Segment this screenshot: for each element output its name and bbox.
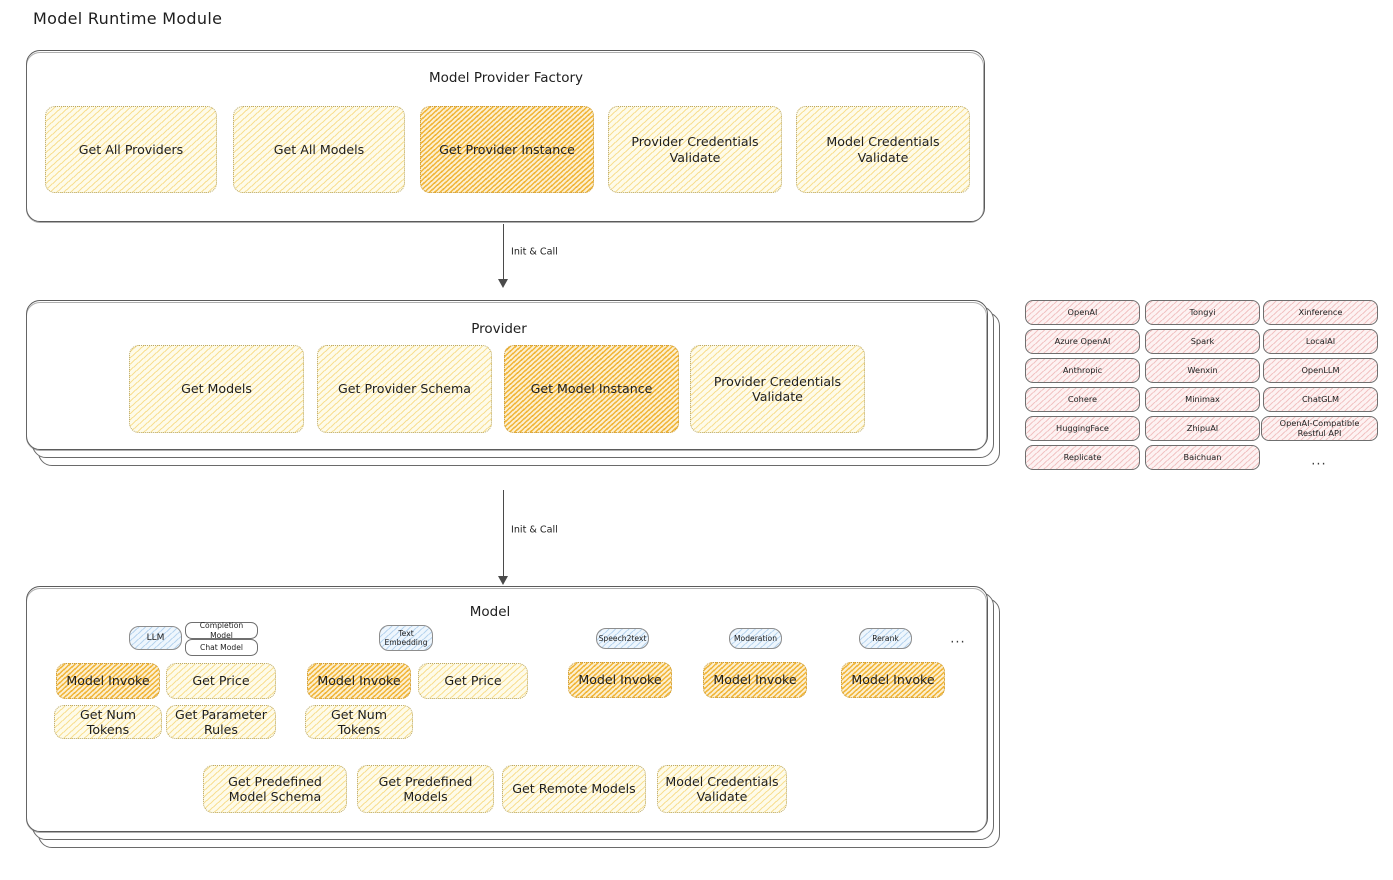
model-type-tag-moderation[interactable]: Moderation — [729, 628, 782, 649]
model-provider-factory-title: Model Provider Factory — [428, 70, 584, 86]
provider-chip-azure-openai[interactable]: Azure OpenAI — [1025, 329, 1140, 354]
page-title: Model Runtime Module — [33, 9, 223, 28]
provider-chip-openllm[interactable]: OpenLLM — [1263, 358, 1378, 383]
provider-chip-xinference[interactable]: Xinference — [1263, 300, 1378, 325]
factory-node-provider-credentials-validate[interactable]: Provider Credentials Validate — [608, 106, 782, 193]
model-type-tag-rerank[interactable]: Rerank — [859, 628, 912, 649]
rerank-node-model-invoke[interactable]: Model Invoke — [841, 662, 945, 698]
provider-list-more: ... — [1311, 453, 1327, 469]
model-subtag-completion-model[interactable]: Completion Model — [185, 621, 258, 640]
model-title: Model — [469, 604, 511, 620]
factory-node-get-all-providers[interactable]: Get All Providers — [45, 106, 217, 193]
provider-node-get-model-instance[interactable]: Get Model Instance — [504, 345, 679, 433]
provider-chip-tongyi[interactable]: Tongyi — [1145, 300, 1260, 325]
llm-node-get-num-tokens[interactable]: Get Num Tokens — [54, 705, 162, 739]
factory-node-get-all-models[interactable]: Get All Models — [233, 106, 405, 193]
model-subtag-chat-model[interactable]: Chat Model — [185, 639, 258, 656]
factory-node-model-credentials-validate[interactable]: Model Credentials Validate — [796, 106, 970, 193]
provider-chip-localai[interactable]: LocalAI — [1263, 329, 1378, 354]
model-common-node-model-credentials-validate[interactable]: Model Credentials Validate — [657, 765, 787, 813]
model-common-node-get-remote-models[interactable]: Get Remote Models — [502, 765, 646, 813]
provider-chip-openai[interactable]: OpenAI — [1025, 300, 1140, 325]
speech2text-node-model-invoke[interactable]: Model Invoke — [568, 662, 672, 698]
provider-title: Provider — [471, 321, 527, 337]
text-embedding-node-get-price[interactable]: Get Price — [418, 663, 528, 699]
model-type-tag-speech2text[interactable]: Speech2text — [596, 628, 649, 649]
model-type-tag-llm[interactable]: LLM — [129, 626, 182, 650]
text-embedding-node-get-num-tokens[interactable]: Get Num Tokens — [305, 705, 413, 739]
llm-node-get-price[interactable]: Get Price — [166, 663, 276, 699]
provider-chip-wenxin[interactable]: Wenxin — [1145, 358, 1260, 383]
provider-node-get-models[interactable]: Get Models — [129, 345, 304, 433]
provider-chip-replicate[interactable]: Replicate — [1025, 445, 1140, 470]
provider-chip-cohere[interactable]: Cohere — [1025, 387, 1140, 412]
provider-node-provider-credentials-validate[interactable]: Provider Credentials Validate — [690, 345, 865, 433]
model-common-node-get-predefined-models[interactable]: Get Predefined Models — [357, 765, 494, 813]
provider-chip-openai-compatible-restful-api[interactable]: OpenAI-Compatible Restful API — [1261, 416, 1378, 441]
moderation-node-model-invoke[interactable]: Model Invoke — [703, 662, 807, 698]
provider-chip-chatglm[interactable]: ChatGLM — [1263, 387, 1378, 412]
provider-chip-zhipuai[interactable]: ZhipuAI — [1145, 416, 1260, 441]
provider-chip-spark[interactable]: Spark — [1145, 329, 1260, 354]
llm-node-model-invoke[interactable]: Model Invoke — [56, 663, 160, 699]
text-embedding-node-model-invoke[interactable]: Model Invoke — [307, 663, 411, 699]
model-type-tag-text-embedding[interactable]: Text Embedding — [379, 625, 433, 651]
arrow-label-init-and-call-2: Init & Call — [511, 524, 558, 536]
provider-chip-minimax[interactable]: Minimax — [1145, 387, 1260, 412]
model-types-more: ... — [950, 631, 966, 647]
provider-chip-huggingface[interactable]: HuggingFace — [1025, 416, 1140, 441]
provider-chip-anthropic[interactable]: Anthropic — [1025, 358, 1140, 383]
arrow-label-init-and-call-1: Init & Call — [511, 246, 558, 258]
factory-node-get-provider-instance[interactable]: Get Provider Instance — [420, 106, 594, 193]
provider-chip-baichuan[interactable]: Baichuan — [1145, 445, 1260, 470]
model-common-node-get-predefined-model-schema[interactable]: Get Predefined Model Schema — [203, 765, 347, 813]
llm-node-get-parameter-rules[interactable]: Get Parameter Rules — [166, 705, 276, 739]
provider-node-get-provider-schema[interactable]: Get Provider Schema — [317, 345, 492, 433]
